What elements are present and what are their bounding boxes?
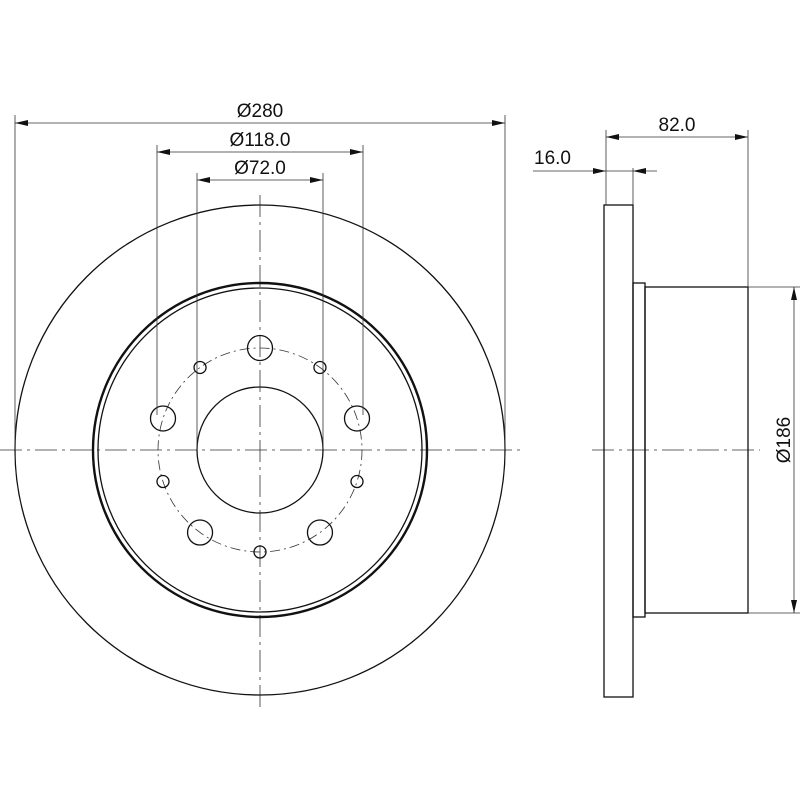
center-bore-label: Ø72.0 xyxy=(234,158,286,179)
small-bolt-hole xyxy=(156,474,170,489)
bolt-holes xyxy=(149,334,371,559)
hat-body xyxy=(644,286,749,614)
dimension-center-bore: Ø72.0 xyxy=(196,158,324,450)
dimension-total-height: 82.0 xyxy=(605,115,749,287)
braking-surface-inner-edge xyxy=(91,281,429,619)
total-height-label: 82.0 xyxy=(659,115,696,136)
dimension-outer-diameter: Ø280 xyxy=(14,101,506,450)
small-bolt-hole xyxy=(193,360,207,375)
bolt-circle xyxy=(157,347,363,553)
dimension-disc-thickness: 16.0 xyxy=(533,148,657,205)
large-bolt-hole xyxy=(186,519,214,546)
dimension-hat-diameter: Ø186 xyxy=(748,286,800,614)
large-bolt-hole xyxy=(246,334,274,362)
hat-edge xyxy=(97,287,423,613)
side-view: 82.0 16.0 Ø186 xyxy=(533,115,800,698)
small-bolt-hole xyxy=(313,360,327,375)
small-bolt-hole xyxy=(253,545,267,559)
outer-diameter-label: Ø280 xyxy=(237,101,283,122)
hat-diameter-label: Ø186 xyxy=(774,417,795,463)
dimension-bolt-circle: Ø118.0 xyxy=(156,130,364,415)
bolt-circle-label: Ø118.0 xyxy=(230,130,291,151)
large-bolt-hole xyxy=(306,519,334,546)
large-bolt-hole xyxy=(343,405,371,432)
front-view: Ø280 Ø118.0 Ø72.0 xyxy=(0,101,522,708)
large-bolt-hole xyxy=(149,405,177,432)
disc-thickness-label: 16.0 xyxy=(534,148,571,169)
small-bolt-hole xyxy=(350,474,364,489)
disc-plate xyxy=(603,204,634,698)
